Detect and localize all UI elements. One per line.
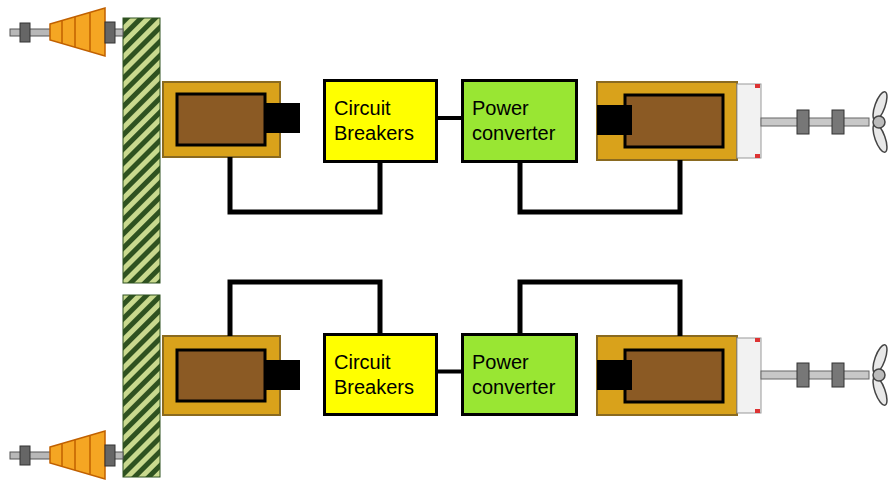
power-wire bbox=[520, 160, 680, 212]
node-label: Power converter bbox=[472, 96, 567, 146]
connector-wire bbox=[438, 116, 461, 120]
power-wire bbox=[230, 282, 380, 336]
breaker-box: Circuit Breakers bbox=[323, 333, 438, 416]
node-label: Circuit Breakers bbox=[334, 96, 427, 146]
generator-symbol bbox=[163, 82, 300, 157]
propeller-shaft bbox=[761, 90, 890, 154]
connector-wire bbox=[438, 370, 461, 374]
motor-symbol bbox=[597, 82, 761, 160]
node-label: Circuit Breakers bbox=[334, 350, 427, 400]
breaker-box: Circuit Breakers bbox=[323, 79, 438, 163]
hull-wall bbox=[123, 18, 160, 283]
node-label: Power converter bbox=[472, 350, 567, 400]
motor-symbol bbox=[597, 336, 761, 415]
converter-box: Power converter bbox=[461, 79, 578, 163]
turbine-symbol bbox=[10, 8, 123, 56]
power-wire bbox=[230, 157, 380, 212]
converter-box: Power converter bbox=[461, 333, 578, 416]
propeller-shaft bbox=[761, 343, 890, 407]
power-wire bbox=[520, 282, 680, 336]
hull-wall bbox=[123, 295, 160, 477]
turbine-symbol bbox=[10, 431, 123, 479]
generator-symbol bbox=[163, 336, 300, 415]
